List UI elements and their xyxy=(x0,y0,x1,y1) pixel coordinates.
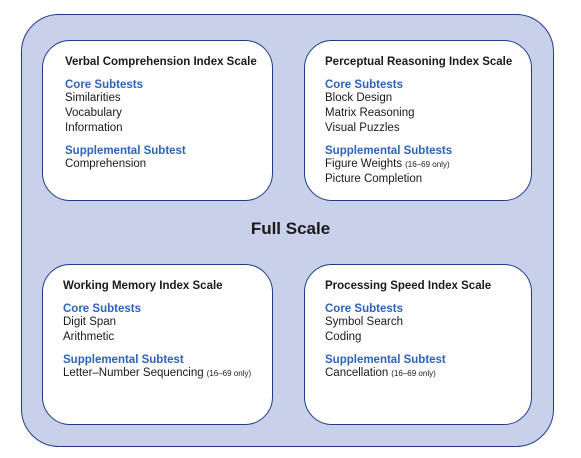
subtest-item: Matrix Reasoning xyxy=(325,107,415,119)
core-subtests-heading: Core Subtests xyxy=(63,303,141,315)
subtest-item: Information xyxy=(65,122,123,134)
subtest-item: Similarities xyxy=(65,92,121,104)
card-title: Working Memory Index Scale xyxy=(63,280,223,292)
subtest-item: Coding xyxy=(325,331,362,343)
subtest-item: Figure Weights(16–69 only) xyxy=(325,158,450,170)
subtest-item: Visual Puzzles xyxy=(325,122,400,134)
core-subtests-heading: Core Subtests xyxy=(325,79,403,91)
card-title: Perceptual Reasoning Index Scale xyxy=(325,56,513,68)
supplemental-subtest-heading: Supplemental Subtest xyxy=(325,354,446,366)
subtest-item: Letter–Number Sequencing(16–69 only) xyxy=(63,367,252,379)
subtest-item: Symbol Search xyxy=(325,316,403,328)
core-subtests-heading: Core Subtests xyxy=(325,303,403,315)
supplemental-subtest-heading: Supplemental Subtest xyxy=(63,354,184,366)
card-title: Verbal Comprehension Index Scale xyxy=(65,56,257,68)
supplemental-subtests-heading: Supplemental Subtests xyxy=(325,145,453,157)
verbal-comprehension-card: Verbal Comprehension Index Scale Core Su… xyxy=(42,40,273,201)
subtest-item: Vocabulary xyxy=(65,107,122,119)
age-range-note: (16–69 only) xyxy=(391,369,436,378)
working-memory-card: Working Memory Index Scale Core Subtests… xyxy=(42,264,273,425)
card-title: Processing Speed Index Scale xyxy=(325,280,492,292)
subtest-item: Arithmetic xyxy=(63,331,115,343)
supplemental-subtest-heading: Supplemental Subtest xyxy=(65,145,186,157)
subtest-item: Comprehension xyxy=(65,158,147,170)
full-scale-label: Full Scale xyxy=(250,219,331,238)
age-range-note: (16–69 only) xyxy=(405,160,450,169)
subtest-item: Block Design xyxy=(325,92,393,104)
subtest-item: Picture Completion xyxy=(325,173,423,185)
age-range-note: (16–69 only) xyxy=(206,369,252,378)
core-subtests-heading: Core Subtests xyxy=(65,79,143,91)
subtest-item: Digit Span xyxy=(63,316,117,328)
processing-speed-card: Processing Speed Index Scale Core Subtes… xyxy=(304,264,532,425)
subtest-item: Cancellation(16–69 only) xyxy=(325,367,436,379)
perceptual-reasoning-card: Perceptual Reasoning Index Scale Core Su… xyxy=(304,40,532,201)
